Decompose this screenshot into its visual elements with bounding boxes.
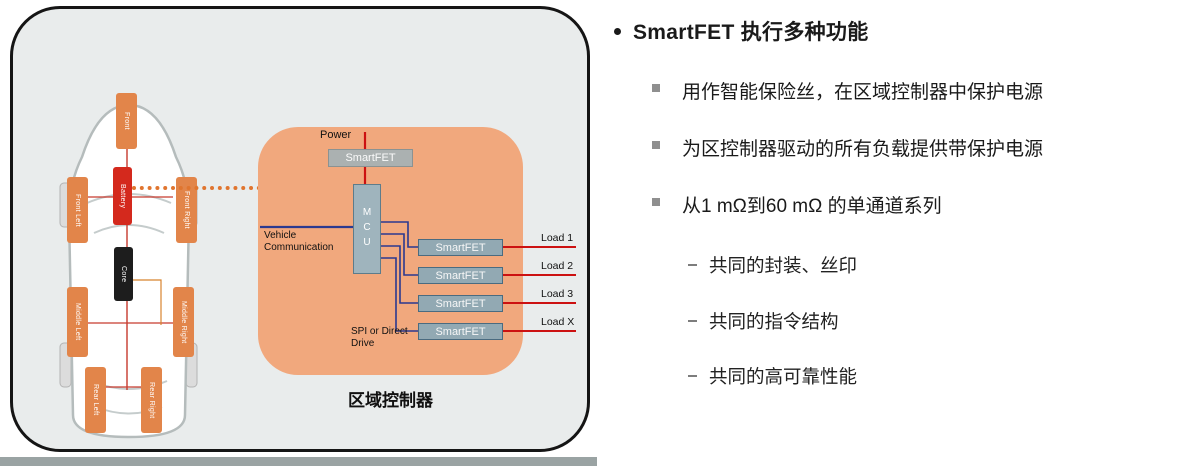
load-label: Load 3 [541, 288, 574, 300]
car-zone-label: Front Left [74, 193, 81, 227]
car-zone-middle-left: Middle Left [67, 287, 88, 357]
sub-bullet-text: 共同的封装、丝印 [709, 255, 858, 276]
zonal-architecture-panel: Front Front Left Front Right Battery Cor… [10, 6, 590, 452]
dash-bullet-icon [688, 320, 697, 322]
spi-direct-drive-label: SPI or Direct Drive [351, 326, 408, 349]
zone-link-dotted-line [132, 186, 261, 190]
load-label: Load 1 [541, 232, 574, 244]
load-label: Load 2 [541, 260, 574, 272]
car-zone-label: Battery [119, 183, 126, 209]
title-row: SmartFET 执行多种功能 [614, 16, 869, 46]
smartfet-channel-block: SmartFET [418, 239, 503, 256]
car-zone-rear-left: Rear Left [85, 367, 106, 433]
bottom-edge-bar [0, 457, 597, 466]
bullet-text: 用作智能保险丝，在区域控制器中保护电源 [682, 82, 1044, 103]
car-zone-label: Rear Right [148, 381, 155, 419]
zone-controller-diagram: Power SmartFET MCU Vehicle Communication… [258, 127, 576, 375]
smartfet-channel-block: SmartFET [418, 295, 503, 312]
smartfet-input-block: SmartFET [328, 149, 413, 167]
sub-bullet-item: 共同的高可靠性能 [688, 363, 857, 389]
bullet-text: 从1 mΩ到60 mΩ 的单通道系列 [682, 196, 942, 217]
car-zone-core: Core [114, 247, 133, 301]
dash-bullet-icon [688, 375, 697, 377]
sub-bullet-item: 共同的指令结构 [688, 308, 839, 334]
car-zone-middle-right: Middle Right [173, 287, 194, 357]
mcu-label: MCU [361, 206, 373, 252]
square-bullet-icon [652, 198, 660, 206]
square-bullet-icon [652, 141, 660, 149]
car-zone-label: Middle Left [74, 303, 81, 341]
page-title: SmartFET 执行多种功能 [633, 21, 869, 44]
car-zone-label: Front Right [183, 191, 190, 229]
car-zone-rear-right: Rear Right [141, 367, 162, 433]
bullet-item: 用作智能保险丝，在区域控制器中保护电源 [652, 77, 1043, 104]
car-zone-battery: Battery [113, 167, 132, 225]
bullet-item: 为区控制器驱动的所有负载提供带保护电源 [652, 134, 1043, 161]
car-zone-label: Core [120, 265, 127, 283]
car-zone-front-left: Front Left [67, 177, 88, 243]
mcu-block: MCU [353, 184, 381, 274]
diagram-wires-graphic [260, 132, 576, 332]
bullet-item: 从1 mΩ到60 mΩ 的单通道系列 [652, 191, 942, 218]
square-bullet-icon [652, 84, 660, 92]
sub-bullet-text: 共同的高可靠性能 [709, 366, 858, 387]
bullet-text-panel: SmartFET 执行多种功能 用作智能保险丝，在区域控制器中保护电源 为区控制… [608, 0, 1186, 466]
smartfet-channel-block: SmartFET [418, 323, 503, 340]
car-zone-label: Front [123, 112, 130, 130]
load-label: Load X [541, 316, 575, 328]
smartfet-channel-block: SmartFET [418, 267, 503, 284]
vehicle-communication-label: Vehicle Communication [264, 230, 334, 253]
car-zone-label: Middle Right [180, 300, 187, 344]
zone-controller-caption: 区域控制器 [348, 391, 433, 410]
dash-bullet-icon [688, 264, 697, 266]
car-top-view: Front Front Left Front Right Battery Cor… [41, 85, 216, 445]
bullet-dot-icon [614, 27, 621, 35]
power-label: Power [320, 129, 352, 141]
car-zone-front-right: Front Right [176, 177, 197, 243]
car-zone-label: Rear Left [92, 384, 99, 416]
sub-bullet-text: 共同的指令结构 [709, 311, 839, 332]
bullet-text: 为区控制器驱动的所有负载提供带保护电源 [682, 139, 1044, 160]
car-zone-front: Front [116, 93, 137, 149]
sub-bullet-item: 共同的封装、丝印 [688, 252, 857, 278]
